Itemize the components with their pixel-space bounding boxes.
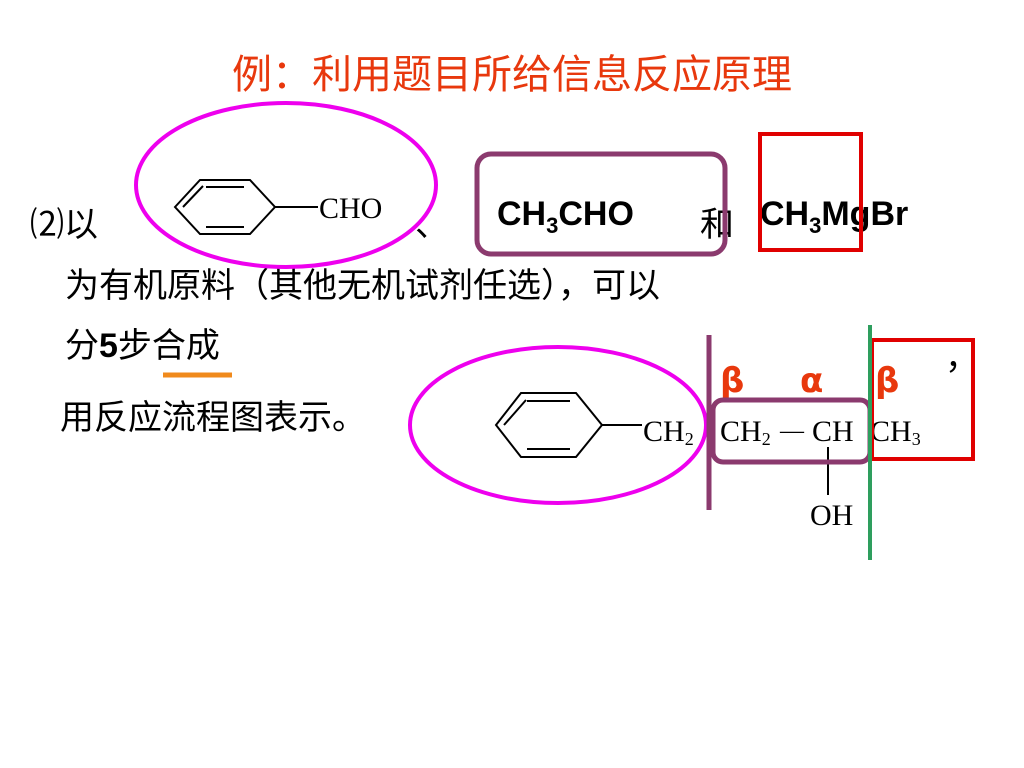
beta-label-2: β — [875, 361, 900, 401]
product-bond: — — [779, 418, 805, 444]
benzene-ring-2 — [494, 392, 642, 458]
and-text: 和 — [700, 205, 734, 245]
beta-label-1: β — [720, 361, 745, 401]
product-ch3: CH3 — [870, 415, 921, 449]
highlight-box-methyl — [758, 132, 863, 252]
cho-group: CHO — [319, 192, 382, 225]
reagent-acetaldehyde: CH3CHO — [497, 195, 634, 238]
highlight-ellipse-benzaldehyde — [134, 101, 438, 269]
problem-line4: 用反应流程图表示。 — [60, 398, 366, 438]
page-title: 例：利用题目所给信息反应原理 — [232, 52, 792, 98]
separator: 、 — [415, 205, 449, 245]
product-ch2-1: CH2 — [643, 415, 694, 449]
alpha-label: α — [800, 361, 824, 401]
product-ch: CH — [812, 415, 854, 448]
problem-number: ⑵以 — [30, 205, 98, 245]
product-oh: OH — [810, 499, 853, 532]
highlight-box-acetaldehyde — [474, 151, 728, 257]
highlight-ellipse-product-ring — [408, 345, 708, 505]
benzene-ring-1 — [173, 179, 318, 235]
reagent-grignard: CH3MgBr — [760, 195, 909, 238]
product-ch2-2: CH2 — [720, 415, 771, 449]
problem-line3: 分5步合成 — [65, 326, 220, 366]
problem-line2: 为有机原料（其他无机试剂任选），可以 — [65, 266, 660, 306]
